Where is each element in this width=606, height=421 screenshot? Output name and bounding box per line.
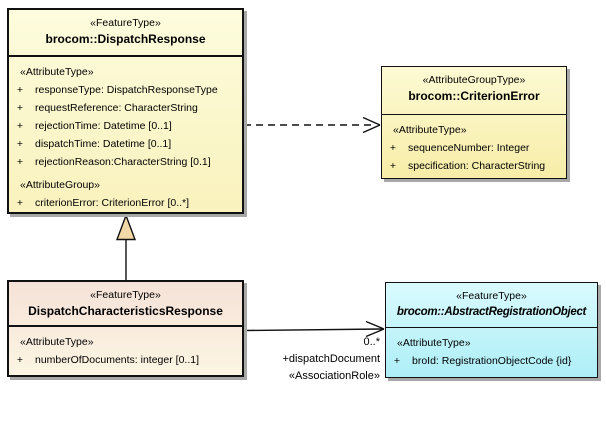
class-stereotype: «FeatureType» [90, 289, 161, 301]
attribute-text: requestReference: CharacterString [35, 102, 198, 114]
uml-class-abstract-registration-object[interactable]: «FeatureType» brocom::AbstractRegistrati… [385, 282, 598, 378]
attribute-type-header: «AttributeType» [397, 337, 471, 349]
attribute-text: dispatchTime: Datetime [0..1] [35, 138, 172, 150]
attribute-row: + responseType: DispatchResponseType [13, 81, 239, 99]
attribute-row: + numberOfDocuments: integer [0..1] [13, 351, 239, 369]
visibility-marker: + [16, 354, 24, 366]
class-header: «FeatureType» brocom::AbstractRegistrati… [386, 283, 597, 328]
class-stereotype: «AttributeGroupType» [422, 74, 526, 86]
association-role-name: +dispatchDocument [282, 353, 380, 365]
attribute-text: rejectionReason:CharacterString [0.1] [35, 156, 211, 168]
class-stereotype: «FeatureType» [90, 17, 161, 29]
attribute-text: rejectionTime: Datetime [0..1] [35, 120, 172, 132]
attribute-text: sequenceNumber: Integer [408, 142, 530, 154]
association-labels: 0..* +dispatchDocument «AssociationRole» [230, 334, 380, 385]
class-name: brocom::AbstractRegistrationObject [396, 306, 587, 318]
visibility-marker: + [16, 120, 24, 132]
visibility-marker: + [16, 138, 24, 150]
uml-class-criterion-error[interactable]: «AttributeGroupType» brocom::CriterionEr… [381, 66, 567, 179]
dependency-connector [244, 116, 381, 134]
attribute-text: responseType: DispatchResponseType [35, 84, 218, 96]
attribute-compartment: «AttributeType» + broId: RegistrationObj… [386, 328, 597, 373]
generalization-connector [115, 213, 137, 280]
attribute-text: numberOfDocuments: integer [0..1] [35, 354, 199, 366]
uml-class-dispatch-response[interactable]: «FeatureType» brocom::DispatchResponse «… [7, 8, 244, 214]
visibility-marker: + [16, 197, 24, 209]
class-name: brocom::DispatchResponse [45, 32, 206, 46]
class-name: brocom::CriterionError [408, 89, 540, 103]
attribute-row: + dispatchTime: Datetime [0..1] [13, 135, 239, 153]
attribute-type-header: «AttributeType» [20, 336, 94, 348]
attribute-compartment: «AttributeType» + sequenceNumber: Intege… [382, 115, 566, 178]
association-multiplicity: 0..* [363, 336, 380, 348]
uml-class-dispatch-characteristics-response[interactable]: «FeatureType» DispatchCharacteristicsRes… [7, 280, 244, 377]
attribute-row: + specification: CharacterString [386, 157, 563, 175]
attribute-compartment: «AttributeType» + responseType: Dispatch… [9, 57, 242, 215]
attribute-group-header: «AttributeGroup» [20, 179, 100, 191]
visibility-marker: + [389, 142, 397, 154]
class-header: «FeatureType» brocom::DispatchResponse [9, 10, 242, 57]
visibility-marker: + [393, 355, 401, 367]
attribute-type-header: «AttributeType» [20, 66, 94, 78]
attribute-row: + sequenceNumber: Integer [386, 139, 563, 157]
attribute-text: criterionError: CriterionError [0..*] [35, 197, 190, 209]
visibility-marker: + [16, 102, 24, 114]
attribute-compartment: «AttributeType» + numberOfDocuments: int… [9, 327, 242, 372]
association-stereotype: «AssociationRole» [288, 370, 380, 382]
attribute-row: + rejectionReason:CharacterString [0.1] [13, 153, 239, 171]
attribute-text: specification: CharacterString [408, 160, 546, 172]
generalization-triangle [115, 213, 137, 241]
attribute-row: + rejectionTime: Datetime [0..1] [13, 117, 239, 135]
visibility-marker: + [16, 84, 24, 96]
attribute-text: broId: RegistrationObjectCode {id} [412, 355, 572, 367]
visibility-marker: + [16, 156, 24, 168]
class-header: «AttributeGroupType» brocom::CriterionEr… [382, 67, 566, 115]
attribute-type-header: «AttributeType» [393, 124, 467, 136]
attribute-row: + broId: RegistrationObjectCode {id} [390, 352, 594, 370]
attribute-row: + requestReference: CharacterString [13, 99, 239, 117]
class-name: DispatchCharacteristicsResponse [28, 304, 223, 318]
class-header: «FeatureType» DispatchCharacteristicsRes… [9, 282, 242, 327]
visibility-marker: + [389, 160, 397, 172]
class-stereotype: «FeatureType» [456, 290, 527, 302]
attribute-row: + criterionError: CriterionError [0..*] [13, 194, 239, 212]
